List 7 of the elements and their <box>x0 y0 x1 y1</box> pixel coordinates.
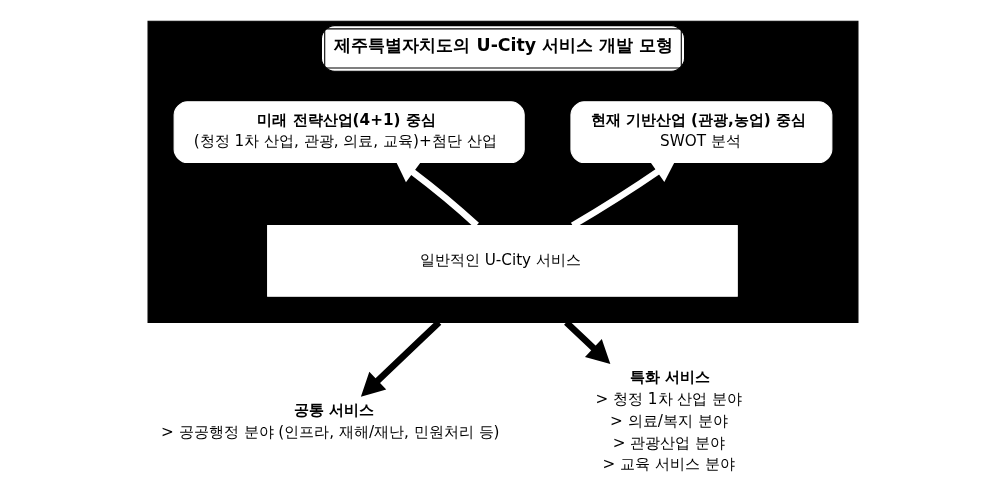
node-box: 현재 기반산업 (관광,농업) 중심 SWOT 분석 <box>569 101 832 164</box>
arrow <box>360 320 441 397</box>
node-box: 일반적인 U-City 서비스 <box>266 225 738 297</box>
node-text: 공통 서비스 > 공공행정 분야 (인프라, 재해/재난, 민원처리 등) <box>160 401 500 441</box>
node-box: 미래 전략산업(4+1) 중심 (청정 1차 산업, 관광, 의료, 교육)+첨단 산업 <box>173 101 525 164</box>
node-text: 특화 서비스 > 청정 1차 산업 분야 > 의료/복지 분야 > 관광산업 분야 > 교육 서비스 분야 <box>594 368 742 474</box>
arrow <box>563 320 610 364</box>
